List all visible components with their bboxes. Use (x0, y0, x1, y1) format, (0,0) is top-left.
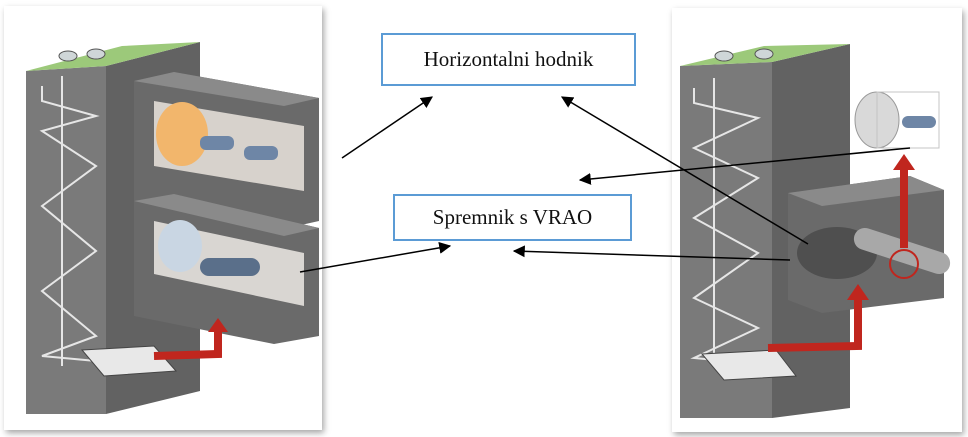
red-arrow-head-up-icon (893, 154, 915, 170)
floor-grating (700, 349, 797, 381)
lower-corridor-bentonite (158, 220, 202, 272)
arrow-right-top-to-container (578, 147, 911, 185)
red-transport-arrow (153, 328, 222, 360)
label-container-text: Spremnik s VRAO (432, 205, 593, 229)
arrow-left-to-container (299, 241, 452, 273)
left-repository-illustration (4, 6, 322, 430)
highlight-circle (889, 249, 919, 279)
hatch-1-icon (58, 50, 78, 62)
red-transport-arrow (767, 298, 862, 352)
hatch-2-icon (86, 48, 106, 60)
hatch-2-icon (754, 48, 774, 60)
red-arrow-head-icon (847, 284, 869, 300)
upper-canister-2 (244, 146, 278, 160)
label-horizontal-corridor-text: Horizontalni hodnik (423, 47, 594, 71)
right-repository-illustration (672, 8, 962, 432)
left-repository-drawing (26, 42, 319, 414)
shaft-front (680, 62, 772, 418)
label-horizontal-corridor: Horizontalni hodnik (381, 33, 636, 86)
ground-top (26, 42, 200, 71)
service-pipe-1 (39, 86, 100, 362)
top-canister (902, 116, 936, 128)
hatch-1-icon (714, 50, 734, 62)
arrow-right-mid-to-container (512, 245, 791, 261)
label-container: Spremnik s VRAO (393, 194, 632, 241)
lower-waste-canister (200, 258, 260, 276)
arrow-left-to-corridor (341, 96, 433, 159)
lower-corridor-top (134, 194, 319, 236)
service-pipe-1 (690, 88, 762, 365)
upper-canister-1 (200, 136, 234, 150)
right-repository-drawing (680, 44, 951, 418)
red-arrow-head-icon (208, 318, 228, 332)
upper-corridor-top (134, 72, 319, 106)
upper-corridor-drum (156, 102, 208, 166)
floor-grating (80, 345, 178, 377)
